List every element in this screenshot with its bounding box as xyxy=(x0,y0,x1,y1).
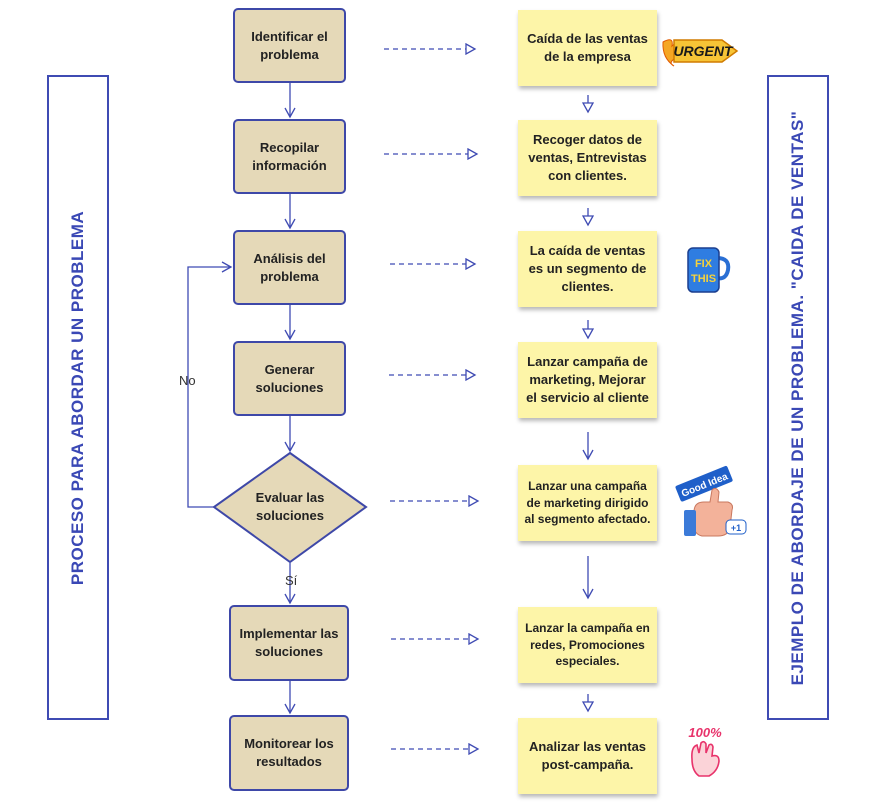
note-5: Lanzar una campaña de marketing dirigido… xyxy=(518,465,657,541)
step-recopilar: Recopilar información xyxy=(233,119,346,194)
urgent-sticker-icon: URGENT xyxy=(660,32,740,75)
note-2: Recoger datos de ventas, Entrevistas con… xyxy=(518,120,657,196)
decision-diamond xyxy=(212,451,368,564)
step-implementar: Implementar las soluciones xyxy=(229,605,349,681)
branch-label-no: No xyxy=(179,373,196,388)
branch-label-yes: Sí xyxy=(285,573,298,588)
right-panel-frame xyxy=(767,75,829,720)
good-idea-thumbs-up-icon: Good Idea +1 xyxy=(672,462,748,551)
svg-text:100%: 100% xyxy=(688,725,722,740)
step-identificar: Identificar el problema xyxy=(233,8,346,83)
svg-text:+1: +1 xyxy=(731,523,741,533)
hundred-percent-hand-icon: 100% xyxy=(683,723,727,788)
note-4: Lanzar campaña de marketing, Mejorar el … xyxy=(518,342,657,418)
step-evaluar: Evaluar las soluciones xyxy=(255,490,325,523)
note-3: La caída de ventas es un segmento de cli… xyxy=(518,231,657,307)
svg-text:FIX: FIX xyxy=(695,258,713,270)
note-6: Lanzar la campaña en redes, Promociones … xyxy=(518,607,657,683)
step-analisis: Análisis del problema xyxy=(233,230,346,305)
step-monitorear: Monitorear los resultados xyxy=(229,715,349,791)
note-7: Analizar las ventas post-campaña. xyxy=(518,718,657,794)
svg-text:URGENT: URGENT xyxy=(673,43,734,59)
note-1: Caída de las ventas de la empresa xyxy=(518,10,657,86)
fix-this-mug-icon: FIX THIS xyxy=(684,244,732,301)
step-generar: Generar soluciones xyxy=(233,341,346,416)
left-panel-frame xyxy=(47,75,109,720)
svg-text:THIS: THIS xyxy=(691,273,716,285)
